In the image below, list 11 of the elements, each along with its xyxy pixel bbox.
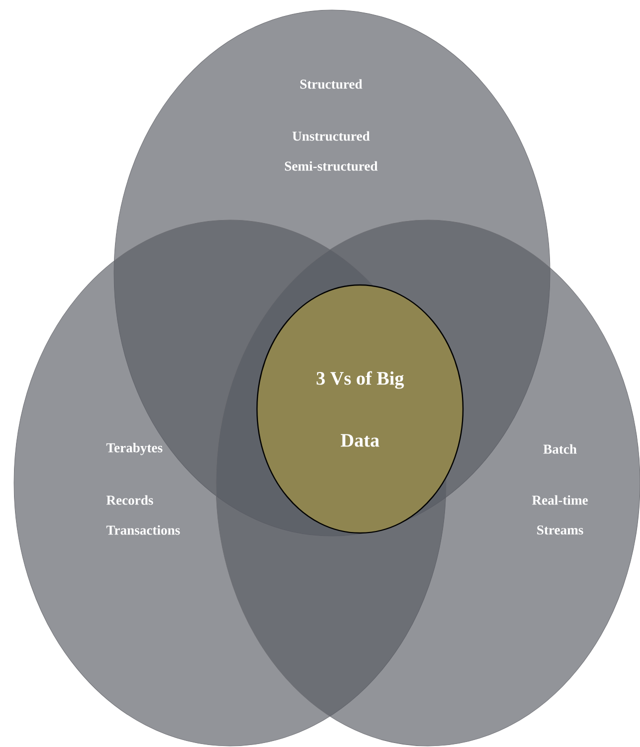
circle-label: Real-time <box>532 495 588 505</box>
center-label: 3 Vs of Big Data <box>316 371 404 447</box>
circle-label: Unstructured <box>292 131 370 141</box>
circle-label: Batch <box>543 444 577 454</box>
circle-label: Structured <box>300 79 362 89</box>
circle-label: Streams <box>537 525 584 535</box>
circle-label: Transactions <box>106 525 180 535</box>
circle-label: Terabytes <box>106 442 162 456</box>
center-ellipse <box>256 284 464 534</box>
circle-label: Semi-structured <box>284 161 378 171</box>
circle-label: Records <box>106 495 154 505</box>
